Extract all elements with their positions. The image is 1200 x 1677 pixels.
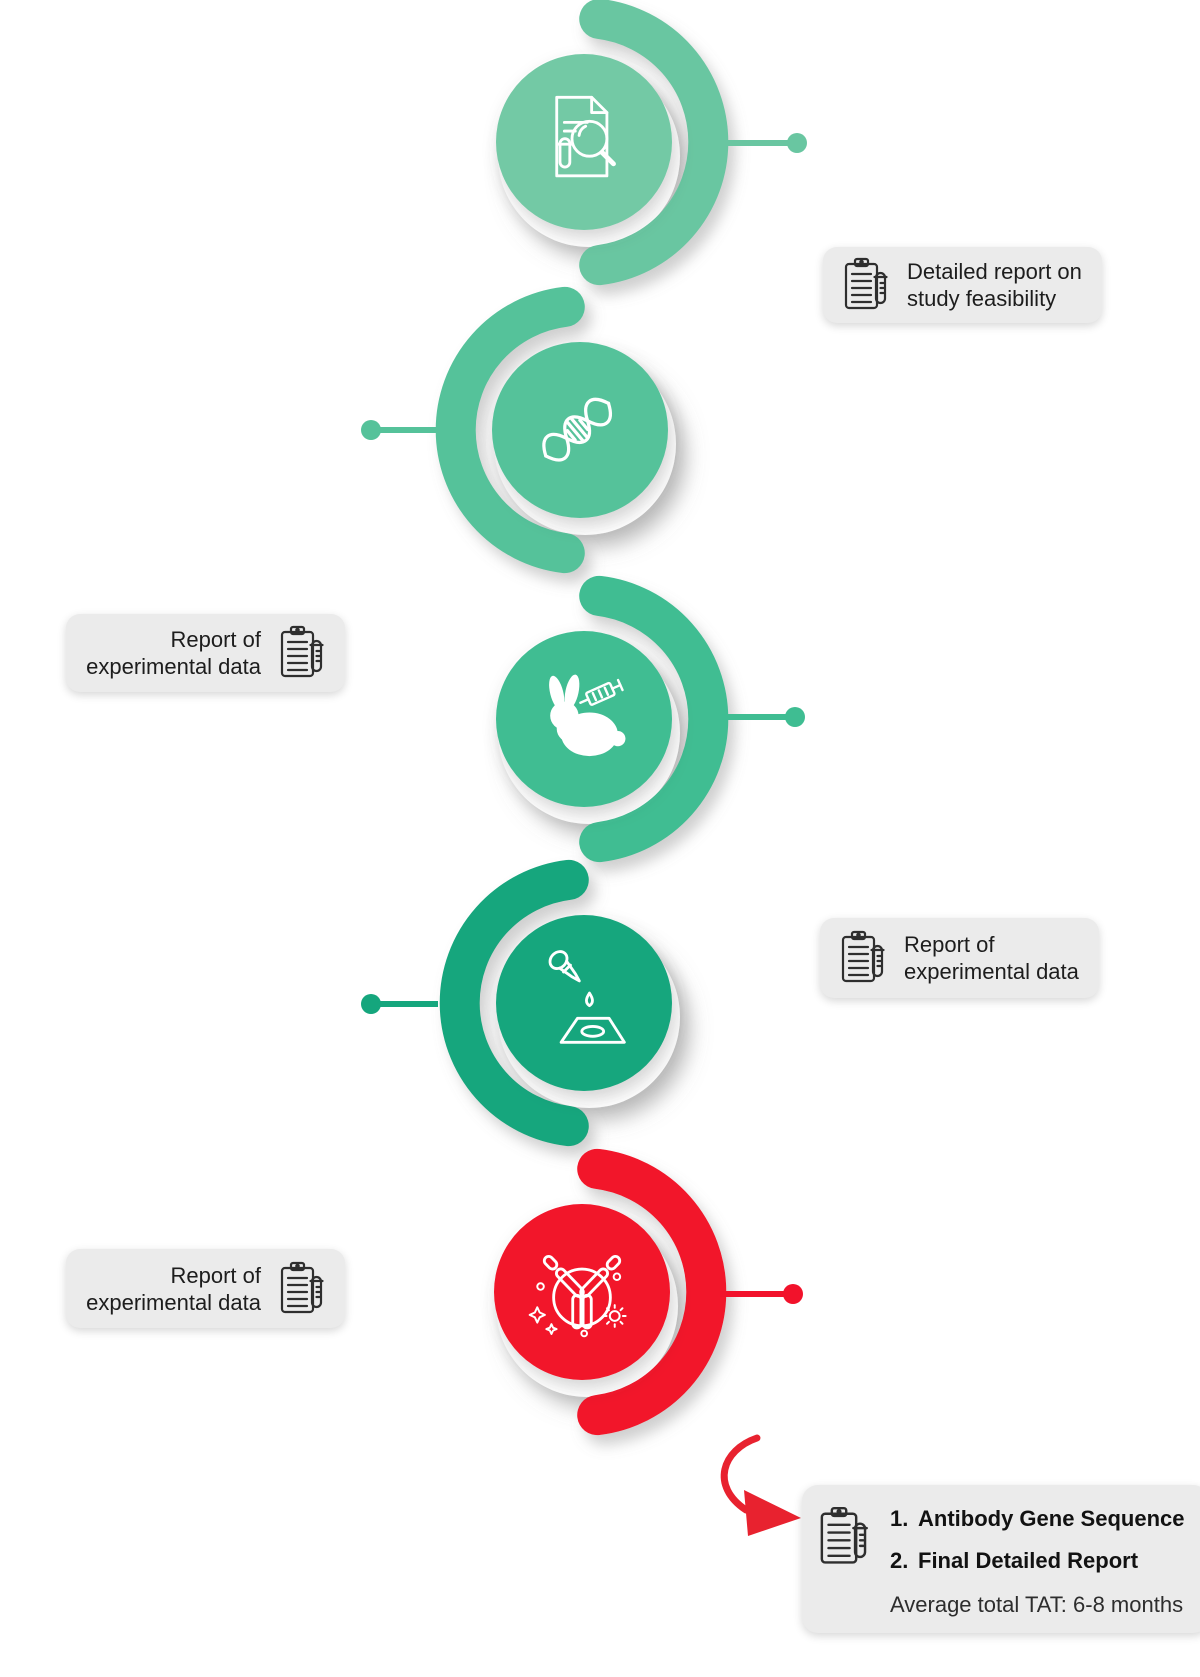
connector-dot-1 [787, 133, 807, 153]
item-text: Antibody Gene Sequence [918, 1506, 1185, 1531]
callout-line-1: Detailed report on [907, 259, 1082, 284]
rabbit-syringe-icon [549, 674, 626, 757]
antibody-icon [528, 1254, 627, 1338]
callout-text: Report of experimental data [86, 626, 261, 680]
callout-line-2: study feasibility [907, 286, 1057, 311]
callout-step-1: Detailed report on study feasibility [823, 247, 1102, 323]
item-number: 2. [890, 1548, 909, 1573]
progress-arc-1 [579, 0, 729, 286]
deliverable-item-1: 1. Antibody Gene Sequence [890, 1505, 1185, 1533]
callout-text: Report of experimental data [86, 1262, 261, 1316]
clipboard-report-icon [818, 1506, 870, 1568]
deliverable-item-2: 2. Final Detailed Report [890, 1547, 1185, 1575]
callout-step-2: Report of experimental data [66, 614, 345, 692]
callout-step-3: Report of experimental data [820, 918, 1099, 998]
dropper-test-icon [548, 950, 626, 1044]
step-1 [496, 0, 807, 286]
connector-dot-3 [785, 707, 805, 727]
callout-text: Detailed report on study feasibility [907, 258, 1082, 312]
callout-line-1: Report of [904, 932, 995, 957]
step-circle-4 [496, 915, 672, 1091]
dna-icon [542, 397, 612, 462]
clipboard-report-icon [840, 930, 886, 986]
callout-step-4: Report of experimental data [66, 1249, 345, 1328]
connector-dot-4 [361, 994, 381, 1014]
clipboard-report-icon [279, 1261, 325, 1317]
item-text: Final Detailed Report [918, 1548, 1139, 1573]
callout-line-1: Report of [170, 627, 262, 652]
progress-arc-5 [577, 1148, 727, 1436]
callout-line-1: Report of [170, 1262, 262, 1288]
curved-arrow-icon [720, 1434, 801, 1536]
progress-arc-2 [435, 286, 585, 574]
clipboard-report-icon [843, 257, 889, 313]
clipboard-report-icon [279, 625, 325, 681]
final-deliverables-list: 1. Antibody Gene Sequence 2. Final Detai… [890, 1502, 1185, 1618]
step-circle-5 [494, 1204, 670, 1380]
final-deliverables-box: 1. Antibody Gene Sequence 2. Final Detai… [802, 1485, 1200, 1633]
connector-dot-2 [361, 420, 381, 440]
progress-arc-4 [439, 859, 589, 1147]
step-5 [494, 1148, 803, 1436]
document-analysis-icon [555, 95, 616, 178]
callout-line-2: experimental data [86, 654, 261, 679]
progress-arc-3 [579, 575, 729, 863]
sun-sparkle [602, 1304, 627, 1328]
callout-line-2: experimental data [904, 959, 1079, 984]
step-circle-1 [496, 54, 672, 230]
connector-dot-5 [783, 1284, 803, 1304]
callout-text: Report of experimental data [904, 931, 1079, 985]
callout-line-2: experimental data [86, 1289, 261, 1315]
item-number: 1. [890, 1506, 909, 1531]
tat-note: Average total TAT: 6-8 months [890, 1592, 1184, 1617]
